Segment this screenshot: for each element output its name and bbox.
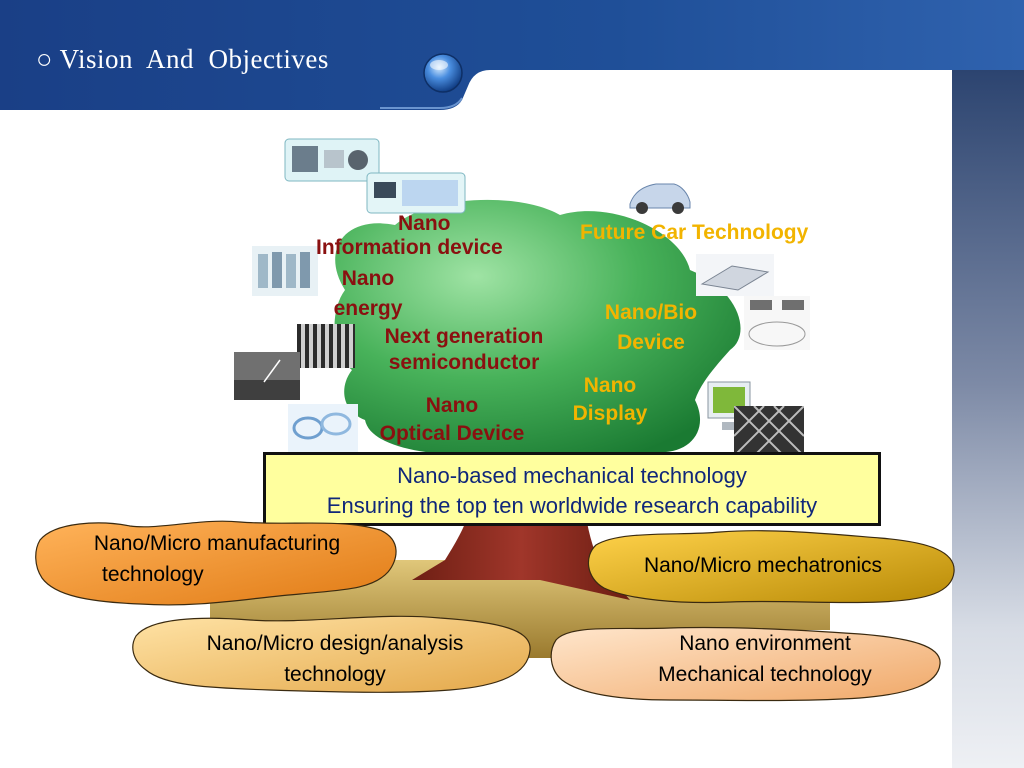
side-panel <box>952 70 1024 768</box>
future-car-technology-label: Future Car Technology <box>580 221 809 244</box>
environment-blob-label: Nano environment Mechanical technology <box>658 632 872 686</box>
optical-fiber-image <box>288 404 358 454</box>
nano-optical-device-label: Nano Optical Device <box>379 394 525 445</box>
central-objective-box: Nano-based mechanical technology Ensurin… <box>263 452 881 526</box>
electronics-image <box>284 138 380 182</box>
nano-display-label: Nano Display <box>572 374 648 425</box>
display-pattern-image <box>734 406 804 456</box>
mechatronics-blob-label: Nano/Micro mechatronics <box>643 554 883 577</box>
nano-information-device-label: Nano <box>398 212 451 235</box>
sem-image <box>234 352 300 400</box>
nano-bio-device-label: Nano/Bio Device <box>604 301 698 354</box>
information-device-label: Information device <box>316 236 503 259</box>
central-line-1: Nano-based mechanical technology <box>397 463 747 488</box>
header-band <box>0 0 1024 110</box>
chip-diagram-image <box>696 254 774 296</box>
next-generation-semiconductor-label: Next generation semiconductor <box>384 325 544 374</box>
central-line-2: Ensuring the top ten worldwide research … <box>326 493 818 518</box>
semiconductor-pattern-image <box>297 324 355 368</box>
design-analysis-blob-label: Nano/Micro design/analysis technology <box>206 632 464 686</box>
canopy <box>334 199 741 455</box>
design-analysis-blob <box>132 615 531 693</box>
battery-cells-image <box>252 246 318 296</box>
bio-chip-image <box>744 296 810 350</box>
environment-blob <box>550 626 941 702</box>
page-title: ○ Vision And Objectives <box>36 44 329 74</box>
manufacturing-blob-label: Nano/Micro manufacturing technology <box>93 532 341 586</box>
car-image <box>629 183 691 214</box>
nano-energy-label: Nano energy <box>333 267 403 320</box>
manufacturing-blob <box>35 520 397 606</box>
laptop-image <box>366 172 466 214</box>
mechatronics-blob <box>587 530 955 604</box>
orb-icon <box>423 53 463 93</box>
